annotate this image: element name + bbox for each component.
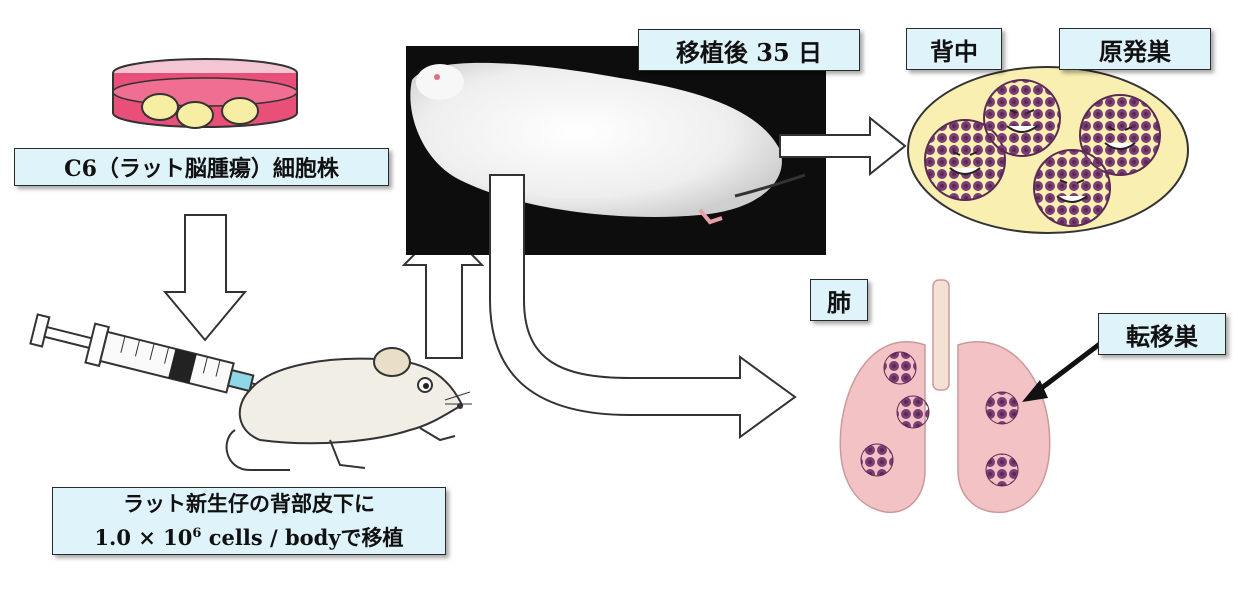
back-label: 背中 [906,28,1002,70]
lung-label: 肺 [810,279,868,321]
injection-line-1: ラット新生仔の背部皮下に [123,491,375,516]
post-transplant-label: 移植後 35 日 [638,29,860,71]
injection-label: ラット新生仔の背部皮下に 1.0 × 106 cells / bodyで移植 [52,487,446,555]
syringe-icon [29,313,273,394]
injection-line-2: 1.0 × 106 cells / bodyで移植 [94,525,404,550]
lungs-icon [839,279,1051,513]
curved-arrow-icon [489,174,797,439]
pointer-arrow-icon [1022,338,1107,402]
metastasis-label: 転移巣 [1098,313,1226,355]
cell-line-label: C6（ラット脳腫瘍）細胞株 [14,148,389,186]
tumor-plate-icon [907,66,1189,234]
petri-dish-icon [112,58,298,129]
arrow-down-icon [162,214,248,342]
rat-icon [225,347,472,471]
rat-photo [406,46,826,255]
arrow-right-icon [779,115,907,177]
primary-tumor-label: 原発巣 [1059,28,1211,70]
